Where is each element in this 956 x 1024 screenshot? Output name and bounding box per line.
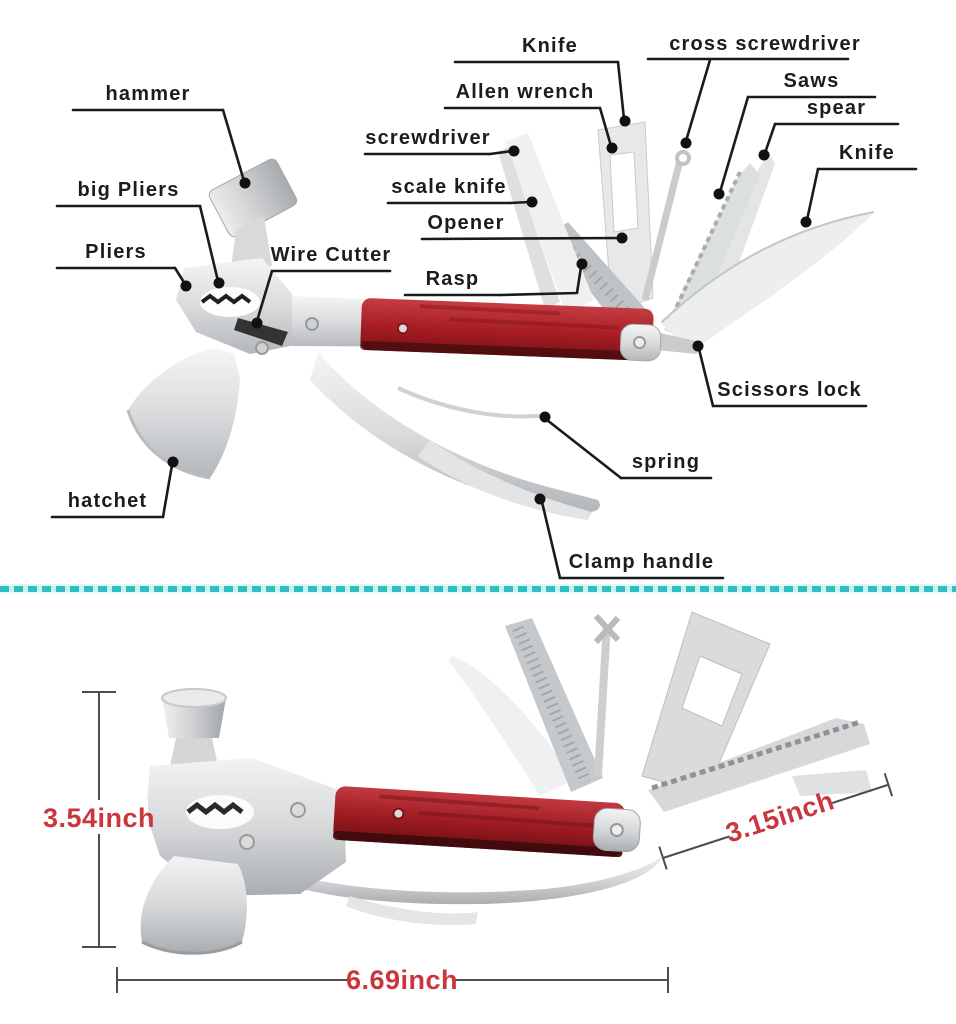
knife-blade-right xyxy=(660,212,874,352)
label-scale-knife: scale knife xyxy=(391,176,507,198)
fanned-tools-bottom xyxy=(448,611,872,812)
jaw-teeth xyxy=(200,293,252,305)
scissors-lock-tab xyxy=(656,332,700,354)
label-pliers: Pliers xyxy=(85,241,147,263)
dimension-height-text: 3.54inch xyxy=(43,803,155,833)
phillips-rod xyxy=(594,623,611,777)
leader-scale-knife xyxy=(386,196,538,208)
label-wire-cutter: Wire Cutter xyxy=(270,244,392,266)
leader-spear xyxy=(758,122,900,161)
labeled-tool-diagram: hammer big Pliers Pliers Wire Cutter scr… xyxy=(50,33,918,580)
leader-rasp xyxy=(403,258,588,297)
leader-spring xyxy=(539,411,713,480)
leader-big-pliers xyxy=(55,204,225,289)
teal-dashed-divider xyxy=(0,584,956,594)
label-spear: spear xyxy=(806,97,867,119)
dimension-height xyxy=(50,691,148,948)
bottom-tool-illustration: 3.54inch 6.69inch 3.15inch xyxy=(43,611,894,995)
dimension-fold xyxy=(658,773,894,870)
leader-clamp-handle xyxy=(534,493,725,580)
dimension-fold-text: 3.15inch xyxy=(722,785,838,848)
cross-screwdriver-rod xyxy=(641,151,686,301)
dimension-length xyxy=(116,967,669,993)
label-screwdriver: screwdriver xyxy=(365,127,491,149)
blade-tip-right xyxy=(792,770,872,796)
hammer-head-shape xyxy=(162,698,226,738)
leader-cross-screwdriver xyxy=(646,57,850,149)
carabiner-tool xyxy=(597,121,654,313)
leader-scissors-lock xyxy=(692,340,868,408)
phillips-cross-tip xyxy=(593,613,621,645)
label-allen-wrench: Allen wrench xyxy=(455,81,595,103)
label-hatchet: hatchet xyxy=(67,490,148,512)
hatchet-blade xyxy=(128,348,240,478)
saw-blade xyxy=(648,718,870,812)
leader-wire-cutter xyxy=(251,269,392,329)
leader-hammer xyxy=(71,108,251,189)
label-opener: Opener xyxy=(427,212,505,234)
clamp-tail xyxy=(346,896,478,926)
clamp-tail xyxy=(418,440,592,520)
red-handle-shape xyxy=(360,298,662,362)
hammer-head-shape xyxy=(208,158,298,237)
leader-allen-wrench xyxy=(443,106,618,154)
fanned-tools xyxy=(498,121,875,352)
label-clamp-handle: Clamp handle xyxy=(568,551,715,573)
saw-blade xyxy=(664,163,760,340)
knife-blade xyxy=(448,656,574,796)
label-scissors-lock: Scissors lock xyxy=(717,379,862,401)
label-knife-right: Knife xyxy=(839,142,895,164)
label-rasp: Rasp xyxy=(425,268,480,290)
red-handle-shape xyxy=(332,786,641,858)
label-spring: spring xyxy=(631,451,701,473)
leader-lines xyxy=(50,57,918,580)
label-cross-screwdriver: cross screwdriver xyxy=(669,33,861,55)
wire-cutter-notch xyxy=(234,318,288,346)
label-big-pliers: big Pliers xyxy=(77,179,180,201)
leader-knife-top xyxy=(453,60,631,127)
clamp-handle-shape xyxy=(218,852,663,905)
dimension-length-text: 6.69inch xyxy=(346,965,458,995)
top-tool-illustration xyxy=(50,57,918,580)
leader-hatchet xyxy=(50,456,179,519)
leader-knife-right xyxy=(800,167,918,228)
clamp-handle-shape xyxy=(310,352,600,513)
label-saws: Saws xyxy=(783,70,840,92)
spring-wire xyxy=(397,386,549,419)
leader-pliers xyxy=(55,266,192,292)
label-knife-top: Knife xyxy=(522,35,578,57)
screwdriver-blade xyxy=(498,147,560,309)
dimensioned-tool-view: 3.54inch 6.69inch 3.15inch xyxy=(0,594,956,1024)
leader-saws xyxy=(713,95,877,200)
dimension-lines xyxy=(50,691,894,993)
scale-knife-blade xyxy=(505,133,594,314)
leader-opener xyxy=(420,232,628,244)
jaw-teeth xyxy=(186,801,244,816)
label-hammer: hammer xyxy=(105,83,191,105)
hammer-neck xyxy=(170,738,218,766)
hatchet-blade xyxy=(140,856,247,954)
leader-screwdriver xyxy=(363,145,520,157)
